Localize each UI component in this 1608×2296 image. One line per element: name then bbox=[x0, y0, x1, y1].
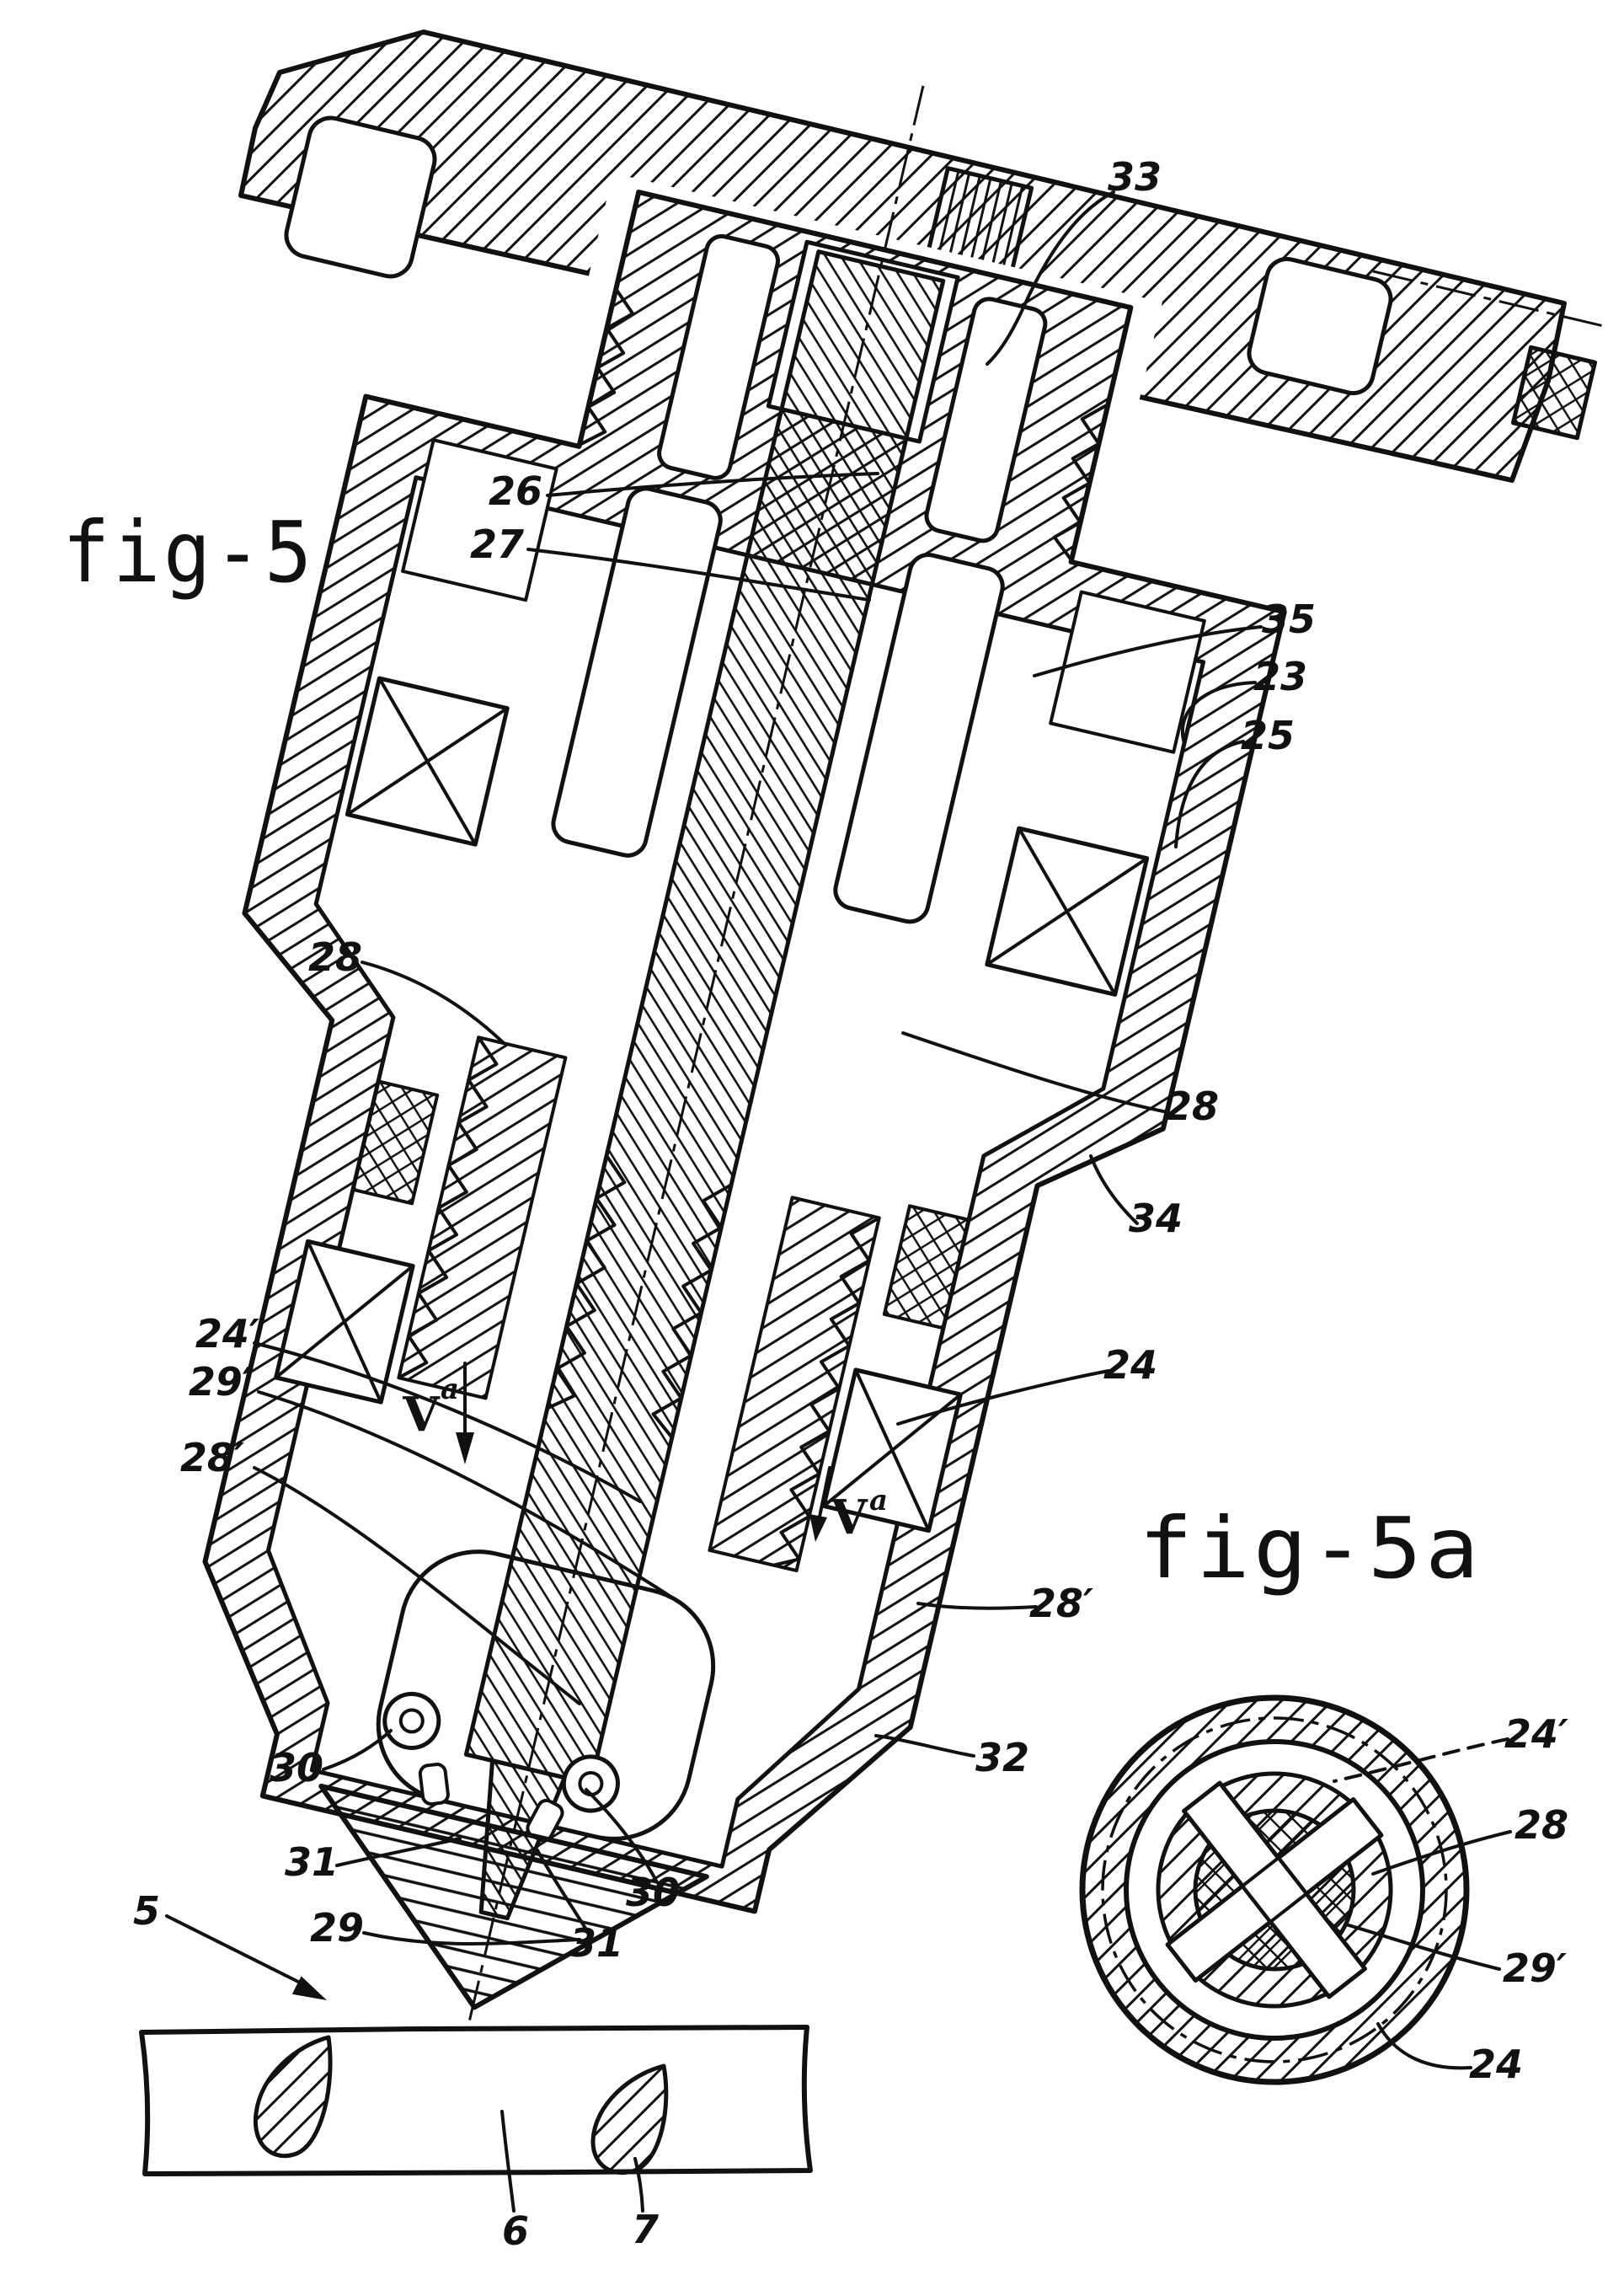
plate-hole-right bbox=[1247, 256, 1393, 396]
neck-thread-left bbox=[578, 287, 635, 447]
ball-30-right bbox=[561, 1754, 620, 1813]
ball-30-left bbox=[382, 1691, 441, 1750]
section-marker-1: V a bbox=[402, 1362, 474, 1464]
ref-label-30-right: 30 bbox=[626, 1870, 680, 1915]
seal-box-upper-right bbox=[985, 826, 1150, 997]
seal-box-lower-right bbox=[821, 1367, 963, 1533]
ref-label-31-right: 31 bbox=[569, 1920, 623, 1966]
neck-thread-right bbox=[1052, 403, 1109, 562]
section-marker-2-sup: a bbox=[869, 1484, 888, 1517]
ref-label-23: 23 bbox=[1253, 654, 1307, 699]
cross-section-view bbox=[1079, 1694, 1470, 2085]
ref-label-29p-left: 29′ bbox=[189, 1359, 253, 1405]
ref-label-24p-left: 24′ bbox=[195, 1311, 259, 1357]
section-cross-pin bbox=[1165, 1780, 1384, 1999]
ref-label-27: 27 bbox=[470, 522, 524, 567]
ref-label-26: 26 bbox=[489, 468, 542, 514]
assembly-centerline bbox=[466, 85, 925, 2031]
ref-label-32: 32 bbox=[975, 1735, 1029, 1780]
ref-label-6: 6 bbox=[502, 2208, 529, 2254]
ref-label-24-right: 24 bbox=[1103, 1342, 1157, 1388]
base-plate-body bbox=[139, 2025, 813, 2176]
ref-label-7: 7 bbox=[632, 2207, 659, 2252]
upper-column-right bbox=[924, 297, 1048, 543]
section-phantom-circle bbox=[1101, 1716, 1448, 2063]
plate-hole-left bbox=[284, 115, 437, 279]
ref-label-5: 5 bbox=[133, 1888, 160, 1934]
sleeve-tube-right bbox=[833, 553, 1005, 924]
section-marker-2: V a bbox=[809, 1466, 888, 1545]
section-marker-2-letter: V bbox=[830, 1490, 868, 1545]
hole-7 bbox=[590, 2063, 669, 2176]
ref-label-28p-left: 28′ bbox=[180, 1435, 244, 1480]
pin-31-left bbox=[418, 1763, 450, 1806]
cone-tip-29 bbox=[318, 1783, 709, 2010]
fig5a-title: fig-5a bbox=[1139, 1499, 1482, 1598]
plate-end-block bbox=[1510, 345, 1598, 441]
thread-column-24p bbox=[397, 1036, 568, 1400]
seal-box-upper-left bbox=[345, 676, 510, 847]
plate-centerline bbox=[1372, 270, 1608, 329]
ref-label-28-left: 28 bbox=[308, 934, 362, 980]
ref-label-28-right: 28 bbox=[1165, 1084, 1219, 1129]
ref-label-28p-right: 28′ bbox=[1029, 1581, 1093, 1626]
seal-box-lower-left bbox=[274, 1239, 415, 1405]
thread-column-24 bbox=[708, 1196, 881, 1573]
reference-labels: 33 26 27 35 23 25 28 28 34 24′ 29′ 28′ 2… bbox=[133, 154, 1568, 2254]
hole-6 bbox=[253, 2035, 333, 2159]
ref-label-34: 34 bbox=[1129, 1196, 1183, 1241]
ref-label-24p-5a: 24′ bbox=[1504, 1711, 1568, 1757]
section-marker-1-letter: V bbox=[402, 1387, 441, 1442]
upper-column-left bbox=[657, 233, 780, 480]
ref-label-25: 25 bbox=[1241, 713, 1295, 758]
ref-label-33: 33 bbox=[1108, 154, 1162, 200]
ref-label-24-5a: 24 bbox=[1469, 2042, 1523, 2087]
fig5-title: fig-5 bbox=[62, 503, 315, 602]
view-arrow-5 bbox=[165, 1914, 327, 2000]
packing-left bbox=[350, 1079, 440, 1206]
ref-label-29p-5a: 29′ bbox=[1503, 1945, 1567, 1991]
packing-right bbox=[882, 1204, 971, 1330]
ref-label-31-left: 31 bbox=[285, 1839, 339, 1885]
section-marker-1-sup: a bbox=[441, 1373, 459, 1406]
ref-label-29: 29 bbox=[310, 1905, 364, 1951]
ref-label-28-5a: 28 bbox=[1515, 1802, 1568, 1848]
rod-thread-right bbox=[651, 1183, 733, 1439]
ref-label-35: 35 bbox=[1262, 597, 1316, 642]
rod-thread-left bbox=[546, 1154, 627, 1410]
leader-lines bbox=[165, 190, 1512, 2213]
step-pocket-left bbox=[401, 438, 558, 602]
ref-label-30-left: 30 bbox=[270, 1745, 323, 1790]
base-plate bbox=[139, 2025, 813, 2176]
step-pocket-right bbox=[1049, 590, 1206, 754]
sleeve-tube-left bbox=[551, 486, 723, 858]
